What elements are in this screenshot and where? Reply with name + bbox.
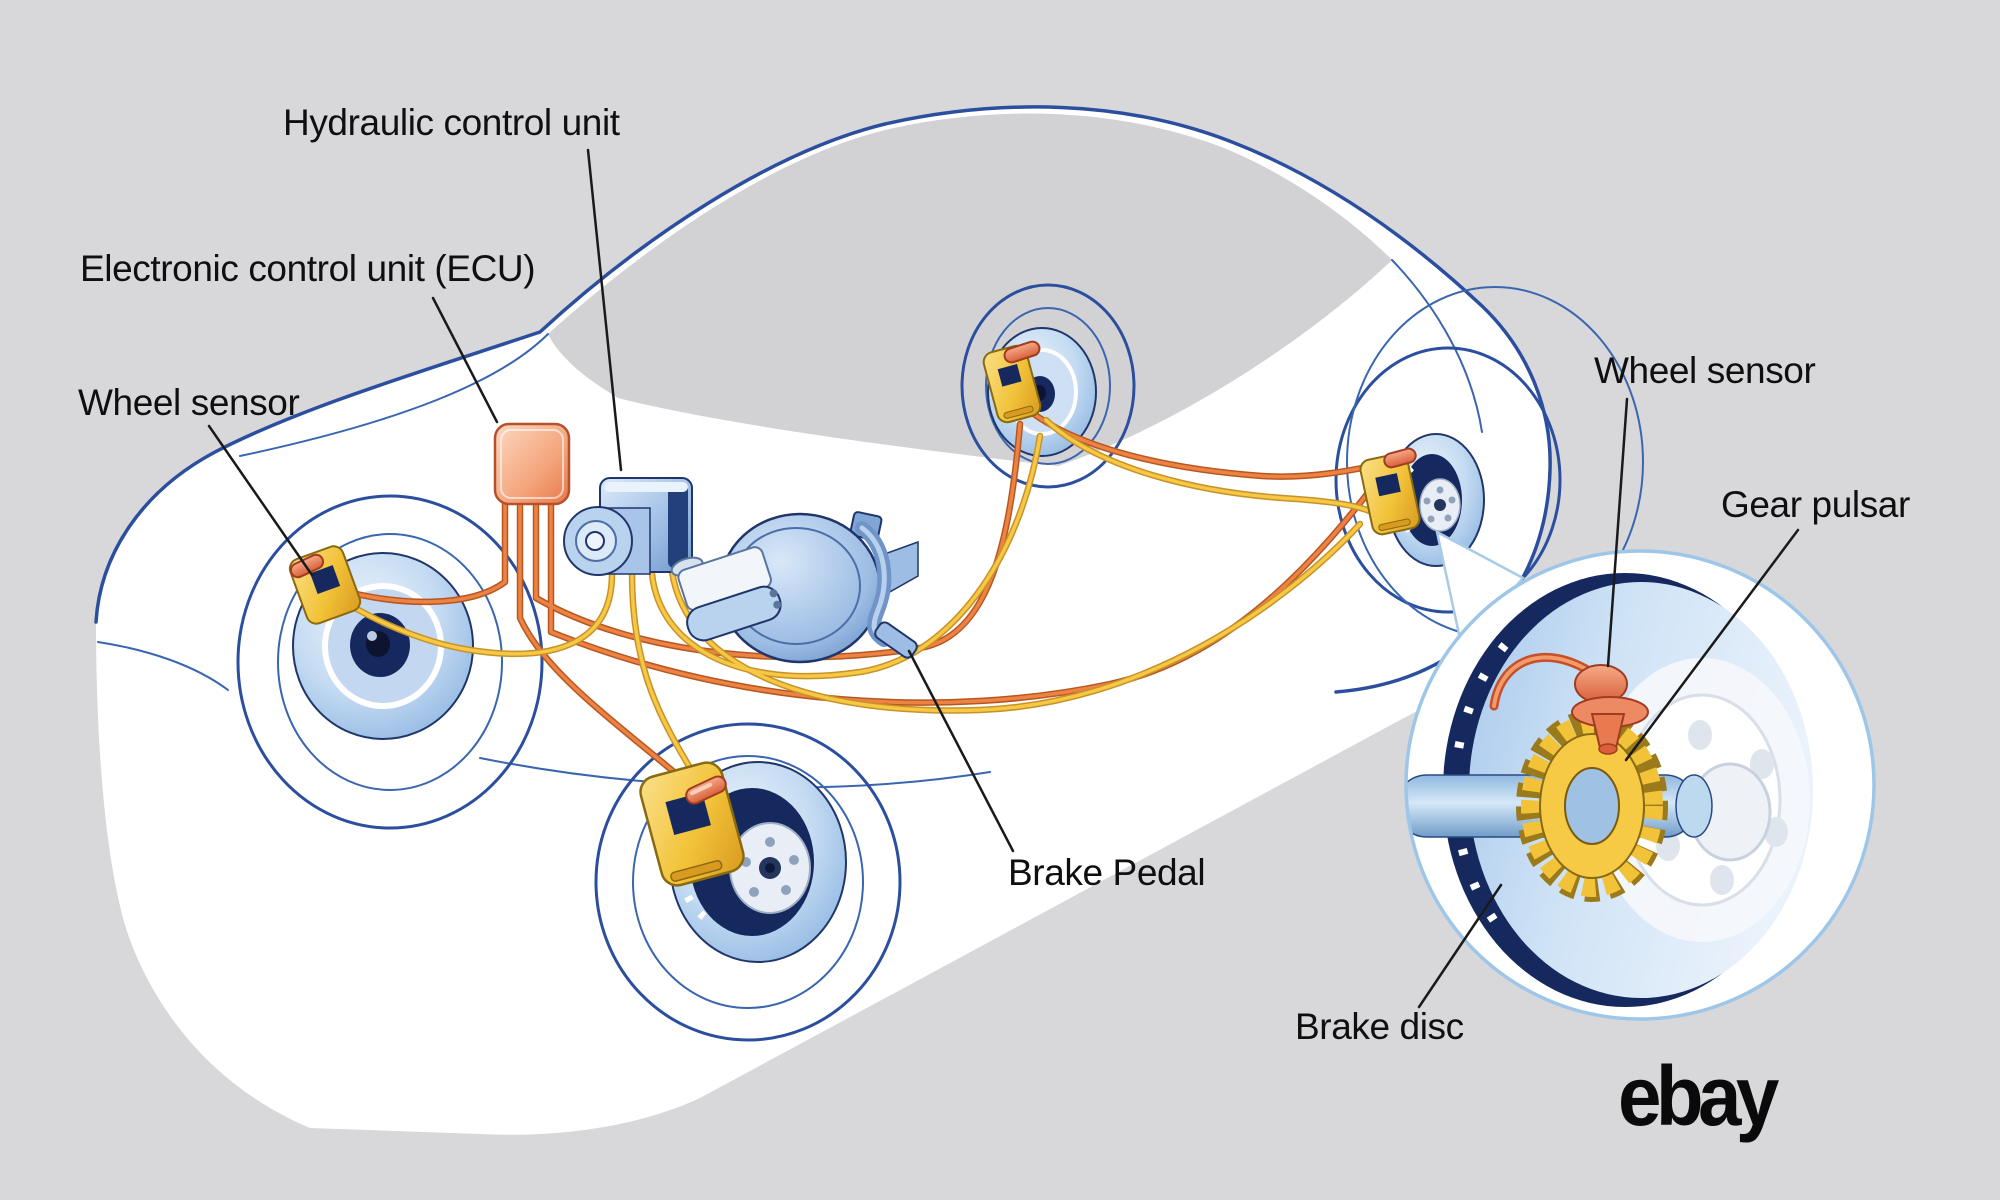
leader-electronic-control-unit	[431, 296, 499, 424]
master-cylinder	[670, 546, 782, 642]
label-brake-pedal: Brake Pedal	[1008, 852, 1206, 893]
brake-lines-orange	[312, 404, 1394, 786]
caliper-rear-right	[1359, 452, 1421, 536]
leader-wheel-sensor-right	[1606, 397, 1629, 668]
hydraulic-unit	[563, 477, 693, 576]
brake-lines-yellow	[332, 416, 1376, 792]
label-wheel-sensor-left: Wheel sensor	[78, 382, 300, 423]
arch-rear-left	[594, 722, 902, 1042]
wheel-sensor-rear-right	[1383, 447, 1417, 469]
leader-hydraulic-control-unit	[586, 148, 623, 472]
wheel-sensor-far-wheel	[1003, 340, 1041, 364]
leader-brake-pedal	[907, 649, 1015, 853]
gear-pulsar-detail	[1516, 710, 1668, 902]
arch-rear-right	[1334, 346, 1562, 614]
hood-crease-line	[239, 333, 549, 457]
arch-far-wheel	[960, 283, 1136, 489]
leader-brake-disc	[1417, 883, 1503, 1009]
label-hydraulic-control-unit: Hydraulic control unit	[283, 102, 620, 143]
leader-gear-pulsar	[1624, 528, 1800, 762]
wheel-sensor-detail	[1489, 653, 1649, 755]
wheel-sensor-rear-left	[685, 775, 727, 805]
brake-pedal	[855, 521, 918, 659]
leader-lines	[207, 148, 1800, 1009]
front-bumper-line	[97, 641, 229, 691]
ecu-module	[493, 422, 571, 506]
label-wheel-sensor-right: Wheel sensor	[1594, 350, 1816, 391]
arch-front-left	[236, 494, 544, 830]
wheel-arches	[236, 283, 1644, 1042]
trunk-line	[1391, 259, 1483, 433]
leader-wheel-sensor-left	[207, 424, 314, 577]
detail-circle-border	[1404, 549, 1876, 1021]
label-gear-pulsar: Gear pulsar	[1721, 484, 1910, 525]
ebay-logo: ebay	[1618, 1049, 1779, 1143]
label-brake-disc: Brake disc	[1295, 1006, 1464, 1047]
label-electronic-control-unit: Electronic control unit (ECU)	[80, 248, 536, 289]
car-glass-canopy	[548, 113, 1392, 466]
pedal-pad	[874, 621, 918, 659]
caliper-far-wheel	[982, 344, 1042, 424]
